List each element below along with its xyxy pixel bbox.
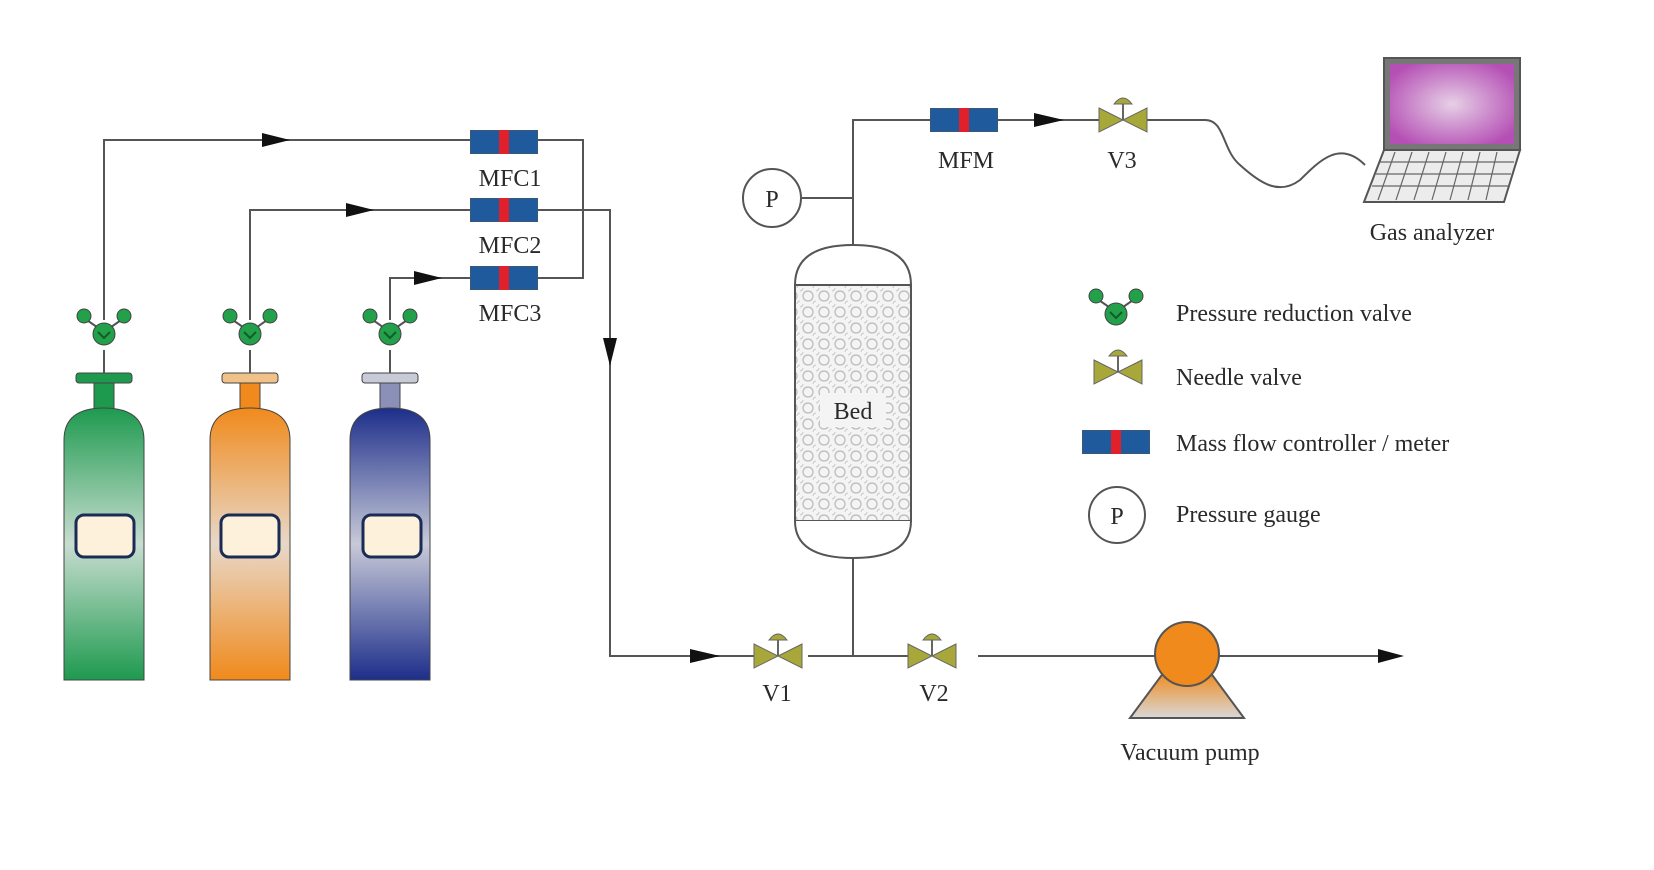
legend-label-mass-flow-controller: Mass flow controller / meter xyxy=(1176,431,1449,457)
mass-flow-controller-icon xyxy=(470,130,538,154)
v2-label: V2 xyxy=(919,681,948,707)
mass-flow-controller-icon xyxy=(470,198,538,222)
vacuum-pump-label: Vacuum pump xyxy=(1120,740,1259,766)
gas-cylinder-blue xyxy=(349,372,431,681)
mfc3-label: MFC3 xyxy=(479,301,542,327)
arrow-icon xyxy=(690,649,720,663)
arrow-icon xyxy=(414,271,442,285)
legend-gauge-symbol: P xyxy=(1110,504,1123,530)
arrow-icon xyxy=(1034,113,1064,127)
legend-label-pressure-gauge: Pressure gauge xyxy=(1176,502,1321,528)
gas-analyzer: Gas analyzer xyxy=(1362,57,1522,246)
mass-flow-controller-icon xyxy=(1082,430,1150,454)
pressure-gauge-icon: P xyxy=(1088,486,1146,544)
gas-cylinder-green xyxy=(63,372,145,681)
vacuum-pump: Vacuum pump xyxy=(1120,621,1260,766)
mfc2-label: MFC2 xyxy=(479,233,542,259)
piping xyxy=(103,119,1400,657)
pressure-reduction-valve-icon xyxy=(1088,288,1144,326)
flow-arrows xyxy=(262,113,1404,663)
laptop-icon xyxy=(1362,57,1522,203)
legend-label-pressure-reduction-valve: Pressure reduction valve xyxy=(1176,301,1412,327)
mfm-label: MFM xyxy=(938,148,994,174)
legend: Pressure reduction valve Needle valve Ma… xyxy=(1082,288,1449,544)
arrow-icon xyxy=(1378,649,1404,663)
needle-valve-icon xyxy=(1098,97,1148,133)
bed-label: Bed xyxy=(834,399,873,425)
v3-label: V3 xyxy=(1107,148,1136,174)
pressure-gauge-symbol: P xyxy=(765,187,778,213)
bed-column: Bed xyxy=(794,243,912,560)
v1-label: V1 xyxy=(762,681,791,707)
mfc1-label: MFC1 xyxy=(479,166,542,192)
needle-valve-icon xyxy=(1093,349,1143,385)
arrow-icon xyxy=(262,133,290,147)
mass-flow-controller-icon xyxy=(470,266,538,290)
mass-flow-meter-icon xyxy=(930,108,998,132)
needle-valve-icon xyxy=(907,633,957,669)
gas-analyzer-label: Gas analyzer xyxy=(1370,220,1495,246)
arrow-icon xyxy=(603,338,617,366)
pressure-gauge-icon: P xyxy=(742,168,802,228)
legend-label-needle-valve: Needle valve xyxy=(1176,365,1302,391)
needle-valve-icon xyxy=(753,633,803,669)
gas-cylinder-orange xyxy=(209,372,291,681)
arrow-icon xyxy=(346,203,374,217)
